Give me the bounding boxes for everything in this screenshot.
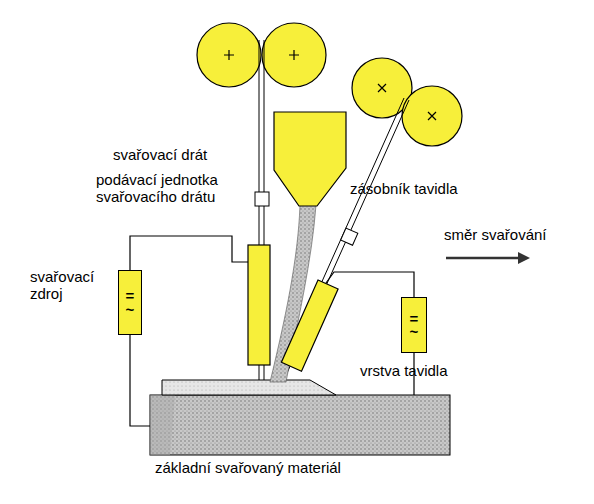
flux-layer	[162, 380, 336, 395]
part-label: zásobník tavidla	[350, 180, 500, 197]
source-symbol: =	[126, 289, 135, 303]
part-label: směr svařování	[444, 226, 584, 243]
direction-arrow	[446, 257, 522, 260]
welding-wire	[259, 40, 409, 382]
contact-tube	[281, 280, 338, 371]
source-symbol: ~	[410, 325, 419, 339]
direction-arrowhead	[518, 252, 530, 264]
flux-hopper	[274, 112, 346, 206]
part-label: svařovací zdroj	[30, 268, 110, 303]
source-symbol: ~	[126, 303, 135, 317]
power-source: =~	[401, 297, 427, 353]
contact-tube	[248, 245, 270, 365]
feed-unit	[255, 192, 269, 206]
power-source: =~	[118, 270, 142, 335]
part-label: svařovací drát	[113, 146, 253, 163]
base-material	[150, 395, 450, 455]
part-label: vrstva tavidla	[360, 362, 500, 379]
source-symbol: =	[410, 312, 419, 326]
part-label: podávací jednotka svařovacího drátu	[96, 171, 241, 206]
part-label: základní svařovaný materiál	[155, 459, 455, 476]
feed-unit	[341, 228, 358, 245]
